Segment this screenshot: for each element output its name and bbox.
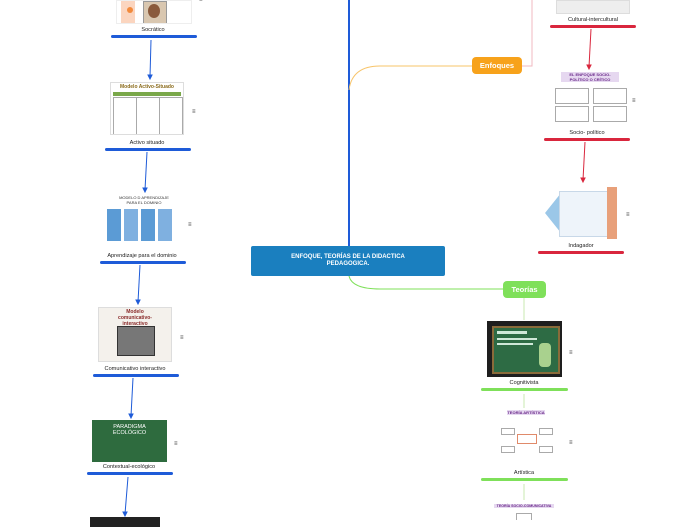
contextual-ecologico-thumb-title: PARADIGMA ECOLÓGICO xyxy=(112,424,147,436)
artistica-image[interactable]: TEORÍA ARTÍSTICA xyxy=(497,410,555,465)
artistica-label: Artística xyxy=(513,470,535,476)
topic-enfoques[interactable]: Enfoques xyxy=(472,57,522,74)
next-node-image[interactable] xyxy=(90,517,160,527)
aprendizaje-dominio-underline xyxy=(100,261,186,264)
aprendizaje-dominio-image[interactable]: MODELO D APRENDIZAJE PARA EL DOMINIO xyxy=(105,195,183,245)
artistica-thumb-title: TEORÍA ARTÍSTICA xyxy=(507,410,545,415)
socio-politico-underline xyxy=(544,138,630,141)
socio-politico-label: Socio- político xyxy=(569,130,605,136)
topic-teorias-label: Teorías xyxy=(511,285,538,294)
cognitivista-image[interactable] xyxy=(487,321,562,377)
socratico-underline xyxy=(111,35,197,38)
activo-situado-label: Activo situado xyxy=(129,140,165,146)
socio-politico-menu-icon[interactable]: ≡ xyxy=(632,98,636,104)
socio-comunicativa-image[interactable]: TEORÍA SOCIO-COMUNICATIVA xyxy=(492,503,556,520)
central-title-line1: ENFOQUE, TEORÍAS DE LA DIDACTICA xyxy=(291,254,405,260)
topic-teorias[interactable]: Teorías xyxy=(503,281,546,298)
contextual-ecologico-underline xyxy=(87,472,173,475)
artistica-menu-icon[interactable]: ≡ xyxy=(569,440,573,446)
comunicativo-interactivo-label: Comunicativo interactivo xyxy=(104,366,166,372)
cognitivista-underline xyxy=(481,388,568,391)
aprendizaje-dominio-thumb-title: MODELO D APRENDIZAJE PARA EL DOMINIO xyxy=(119,195,169,205)
socio-comunicativa-thumb-title: TEORÍA SOCIO-COMUNICATIVA xyxy=(494,504,554,508)
aprendizaje-dominio-menu-icon[interactable]: ≡ xyxy=(188,222,192,228)
artistica-underline xyxy=(481,478,568,481)
activo-situado-underline xyxy=(105,148,191,151)
cultural-intercultural-label: Cultural-intercultural xyxy=(567,17,619,23)
cultural-intercultural-underline xyxy=(550,25,636,28)
comunicativo-interactivo-menu-icon[interactable]: ≡ xyxy=(180,335,184,341)
comunicativo-interactivo-thumb-title: Modelo comunicativo-interactivo xyxy=(118,309,152,327)
indagador-image[interactable] xyxy=(545,185,619,240)
socratico-image[interactable] xyxy=(116,0,192,24)
indagador-label: Indagador xyxy=(568,243,594,249)
socratico-label: Socrático xyxy=(141,27,165,33)
contextual-ecologico-image[interactable]: PARADIGMA ECOLÓGICO xyxy=(92,420,167,462)
socratico-menu-icon[interactable]: ≡ xyxy=(199,0,203,3)
activo-situado-menu-icon[interactable]: ≡ xyxy=(192,109,196,115)
topic-enfoques-label: Enfoques xyxy=(479,61,515,70)
indagador-menu-icon[interactable]: ≡ xyxy=(626,212,630,218)
activo-situado-image[interactable]: Modelo Activo-Situado xyxy=(110,82,184,135)
comunicativo-interactivo-image[interactable]: Modelo comunicativo-interactivo xyxy=(98,307,172,362)
cognitivista-label: Cognitivista xyxy=(509,380,539,386)
aprendizaje-dominio-label: Aprendizaje para el dominio xyxy=(107,253,177,259)
cultural-intercultural-image[interactable] xyxy=(556,0,630,14)
comunicativo-interactivo-underline xyxy=(93,374,179,377)
indagador-underline xyxy=(538,251,624,254)
central-title-line2: PEDAGOGICA. xyxy=(326,261,370,267)
socio-politico-image[interactable]: EL ENFOQUE SOCIO-POLÍTICO O CRÍTICO xyxy=(553,72,627,124)
contextual-ecologico-label: Contextual-ecológico xyxy=(102,464,156,470)
contextual-ecologico-menu-icon[interactable]: ≡ xyxy=(174,441,178,447)
activo-situado-thumb-title: Modelo Activo-Situado xyxy=(120,84,174,90)
socio-politico-thumb-title: EL ENFOQUE SOCIO-POLÍTICO O CRÍTICO xyxy=(561,72,619,82)
cognitivista-menu-icon[interactable]: ≡ xyxy=(569,350,573,356)
